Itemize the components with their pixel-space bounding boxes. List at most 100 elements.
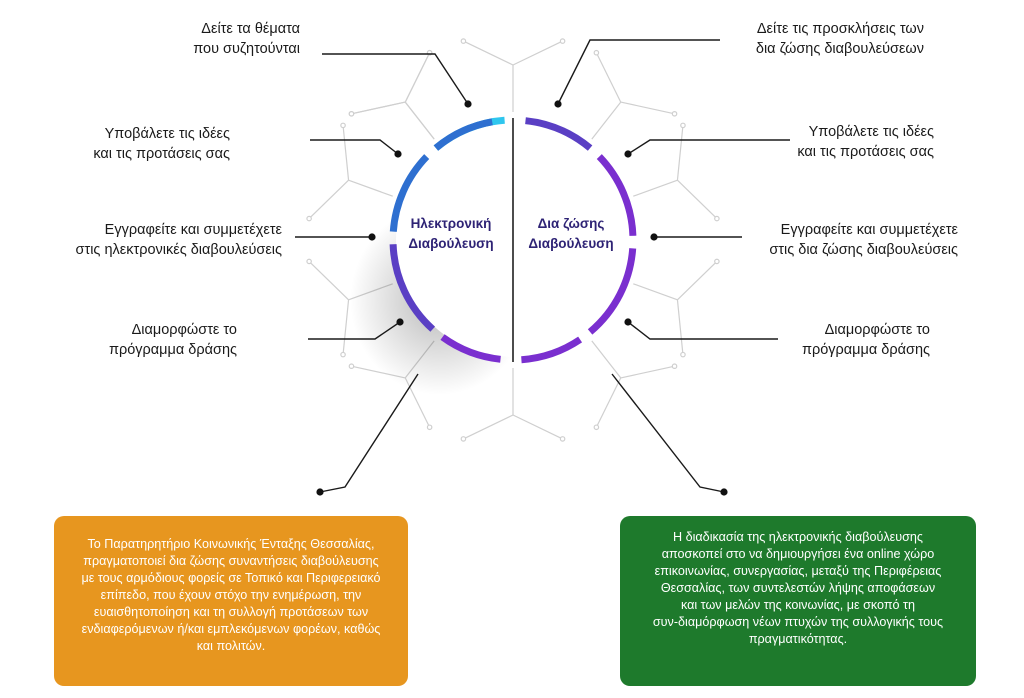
label-line: στις ηλεκτρονικές διαβουλεύσεις	[75, 242, 282, 258]
label-line: Εγγραφείτε και συμμετέχετε	[104, 222, 282, 238]
label-right-submit: Υποβάλετε τις ιδέες και τις προτάσεις σα…	[797, 122, 934, 162]
connectors	[295, 39, 790, 493]
ring-segment	[596, 154, 637, 236]
circuit-branch	[463, 40, 514, 66]
label-line: Υποβάλετε τις ιδέες	[808, 124, 934, 140]
circuit-branch	[463, 414, 514, 440]
box-line: ενδιαφερόμενων ή/και εμπλεκόμενων φορέων…	[81, 622, 381, 636]
circuit-branch	[512, 414, 563, 440]
circuit-node	[306, 258, 312, 265]
connector-dots	[316, 100, 728, 496]
box-line: Η διαδικασία της ηλεκτρονικής διαβούλευσ…	[673, 530, 923, 544]
connector-line	[319, 373, 419, 493]
info-box-in-person: Το Παρατηρητήριο Κοινωνικής Ένταξης Θεσσ…	[54, 516, 408, 686]
label-line: που συζητούνται	[193, 41, 300, 57]
label-left-program: Διαμορφώστε το πρόγραμμα δράσης	[109, 320, 237, 360]
connector-line	[310, 139, 399, 155]
circuit-node	[306, 215, 312, 222]
circuit-node	[593, 49, 600, 56]
circuit-trace	[633, 283, 678, 301]
circuit-node	[671, 110, 678, 117]
label-line: πρόγραμμα δράσης	[108, 342, 237, 358]
circuit-decoration	[306, 38, 720, 442]
connector-dot	[316, 488, 324, 496]
label-right-program: Διαμορφώστε το πρόγραμμα δράσης	[802, 320, 930, 360]
circuit-branch	[308, 179, 349, 220]
label-line: και τις προτάσεις σας	[93, 146, 230, 162]
circuit-trace	[591, 101, 622, 140]
center-title-right: Δια ζώσης Διαβούλευση	[516, 214, 626, 254]
circuit-node	[680, 122, 686, 129]
connector-dot	[624, 318, 632, 326]
ring-segment	[440, 334, 501, 363]
box-line: ευαισθητοποίηση και τη συλλογή προτάσεων…	[93, 605, 369, 619]
label-left-topics: Δείτε τα θέματα που συζητούνται	[193, 19, 300, 59]
circuit-branch	[308, 260, 349, 301]
circuit-branch	[512, 40, 563, 66]
circuit-branch	[676, 299, 684, 355]
ring-segment	[587, 248, 637, 335]
circuit-node	[460, 38, 467, 44]
ring-segment	[389, 154, 430, 232]
label-line: Εγγραφείτε και συμμετέχετε	[780, 222, 958, 238]
label-line: και τις προτάσεις σας	[797, 144, 934, 160]
circuit-branch	[595, 377, 622, 428]
box-line: επικοινωνίας, συνεργασίας, μεταξύ της Πε…	[654, 564, 942, 578]
circuit-node	[460, 436, 467, 442]
label-left-register: Εγγραφείτε και συμμετέχετε στις ηλεκτρον…	[76, 220, 282, 260]
ring-segment	[525, 117, 593, 151]
circuit-branch	[342, 125, 350, 181]
connector-dot	[720, 488, 728, 496]
connector-line	[557, 39, 720, 105]
label-line: δια ζώσης διαβουλεύσεων	[755, 41, 924, 57]
circuit-node	[348, 363, 355, 370]
box-line: Το Παρατηρητήριο Κοινωνικής Ένταξης Θεσσ…	[87, 537, 375, 551]
box-line: με τους αρμόδιους φορείς σε Τοπικό και Π…	[81, 571, 381, 585]
box-line: αποσκοπεί στο να δημιουργήσει ένα online…	[661, 547, 935, 561]
circuit-node	[680, 351, 686, 358]
center-title-right-line-2: Διαβούλευση	[528, 236, 614, 251]
segment-ring	[389, 116, 637, 364]
connector-dot	[396, 318, 404, 326]
circuit-node	[714, 258, 720, 265]
connector-dot	[394, 150, 402, 158]
circuit-node	[348, 110, 355, 117]
circuit-node	[340, 122, 346, 129]
connector-dot	[554, 100, 562, 108]
ring-segment	[433, 118, 493, 151]
label-right-register: Εγγραφείτε και συμμετέχετε στις δια ζώση…	[769, 220, 958, 260]
connector-dot	[464, 100, 472, 108]
connector-dot	[368, 233, 376, 241]
label-line: στις δια ζώσης διαβουλεύσεις	[769, 242, 958, 258]
box-line: και πολιτών.	[196, 639, 266, 653]
center-title-left-line-1: Ηλεκτρονική	[410, 216, 492, 231]
box-line: Θεσσαλίας, των συντελεστών λήψης αποφάσε…	[660, 581, 936, 595]
connector-line	[627, 321, 778, 340]
label-line: Διαμορφώστε το	[824, 322, 930, 338]
circuit-node	[593, 424, 600, 431]
circuit-branch	[342, 299, 350, 355]
box-line: πραγματικότητας.	[748, 632, 848, 646]
label-line: Διαμορφώστε το	[131, 322, 237, 338]
circuit-trace	[633, 179, 678, 197]
circuit-branch	[676, 125, 684, 181]
circuit-node	[714, 215, 720, 222]
circuit-branch	[620, 101, 675, 115]
connector-line	[627, 139, 790, 155]
label-line: Υποβάλετε τις ιδέες	[104, 126, 230, 142]
connector-line	[611, 373, 725, 493]
label-line: πρόγραμμα δράσης	[801, 342, 930, 358]
box-line: πραγματοποιεί δια ζώσης συναντήσεις διαβ…	[83, 554, 379, 568]
info-box-electronic: Η διαδικασία της ηλεκτρονικής διαβούλευσ…	[620, 516, 976, 686]
circuit-node	[426, 424, 433, 431]
label-right-invitations: Δείτε τις προσκλήσεις των δια ζώσης διαβ…	[756, 19, 924, 59]
circuit-branch	[595, 52, 622, 103]
circuit-node	[559, 38, 566, 44]
ring-segment	[389, 244, 436, 332]
circuit-node	[671, 363, 678, 370]
circuit-trace	[348, 179, 393, 197]
circuit-node	[340, 351, 346, 358]
circuit-node	[559, 436, 566, 442]
box-line: και των μελών της κοινωνίας, με σκοπό τη	[680, 598, 916, 612]
